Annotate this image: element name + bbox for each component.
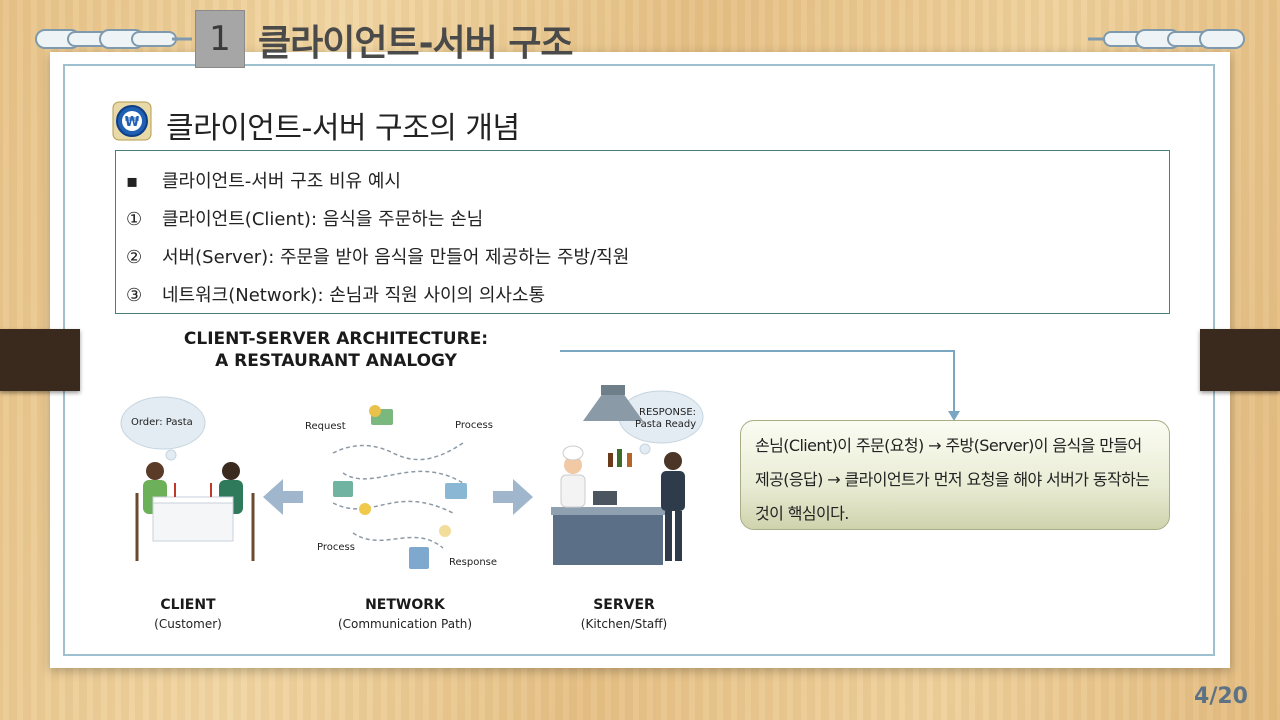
order-bubble-text: Order: Pasta [131,417,193,428]
right-arrow-icon [493,479,533,515]
connector-arrow-icon [560,350,960,421]
server-sub-label: (Kitchen/Staff) [580,617,668,631]
left-chain-icon [35,29,192,49]
section-number: 1 [195,10,245,68]
client-sub-label: (Customer) [154,617,222,631]
response-label: Response [449,557,498,568]
page-number: 4/20 [1194,684,1248,709]
bullet-line-0: ▪ 클라이언트-서버 구조 비유 예시 [126,167,401,193]
process-bottom-label: Process [317,542,355,553]
server-label: SERVER [593,597,655,613]
bullet-line-1: ① 클라이언트(Client): 음식을 주문하는 손님 [126,205,483,231]
kitchen-staff-icon [551,385,685,565]
response-bubble-text-2: Pasta Ready [635,419,697,430]
analogy-illustration [120,385,704,569]
order-bubble-icon [120,396,206,461]
network-flow-icon [332,442,464,549]
bullet-marker: ① [126,209,143,230]
won-coin-icon: ₩ [112,101,152,141]
right-clip [1200,329,1280,391]
bullet-text: 네트워크(Network): 손님과 직원 사이의 의사소통 [162,285,546,306]
bullet-line-2: ② 서버(Server): 주문을 받아 음식을 만들어 제공하는 주방/직원 [126,243,629,269]
bullet-marker: ② [126,247,143,268]
summary-callout: 손님(Client)이 주문(요청) → 주방(Server)이 음식을 만들어… [740,420,1170,530]
request-label: Request [305,421,346,432]
left-arrow-icon [263,479,303,515]
bullet-marker: ▪ [126,171,139,192]
bullet-text: 클라이언트(Client): 음식을 주문하는 손님 [162,209,484,230]
figure-title-line2: A RESTAURANT ANALOGY [215,351,457,371]
network-sub-label: (Communication Path) [337,617,473,631]
svg-text:₩: ₩ [125,115,140,130]
restaurant-analogy-figure: CLIENT-SERVER ARCHITECTURE: A RESTAURANT… [113,323,721,638]
left-clip [0,329,80,391]
process-top-label: Process [455,420,493,431]
page-title: 클라이언트-서버 구조 [258,23,574,64]
figure-title-line1: CLIENT-SERVER ARCHITECTURE: [183,329,489,349]
bullet-text: 서버(Server): 주문을 받아 음식을 만들어 제공하는 주방/직원 [162,247,630,268]
bullet-box: ▪ 클라이언트-서버 구조 비유 예시 ① 클라이언트(Client): 음식을 주… [115,150,1170,314]
customers-at-table-icon [135,462,255,561]
network-label: NETWORK [365,597,445,613]
response-bubble-text-1: RESPONSE: [639,407,697,418]
right-chain-icon [1088,29,1245,49]
section-title: 클라이언트-서버 구조의 개념 [166,111,520,146]
bullet-text: 클라이언트-서버 구조 비유 예시 [162,171,401,192]
network-device-icons [333,405,467,569]
bullet-line-3: ③ 네트워크(Network): 손님과 직원 사이의 의사소통 [126,281,545,307]
bullet-marker: ③ [126,285,143,306]
client-label: CLIENT [160,597,216,613]
